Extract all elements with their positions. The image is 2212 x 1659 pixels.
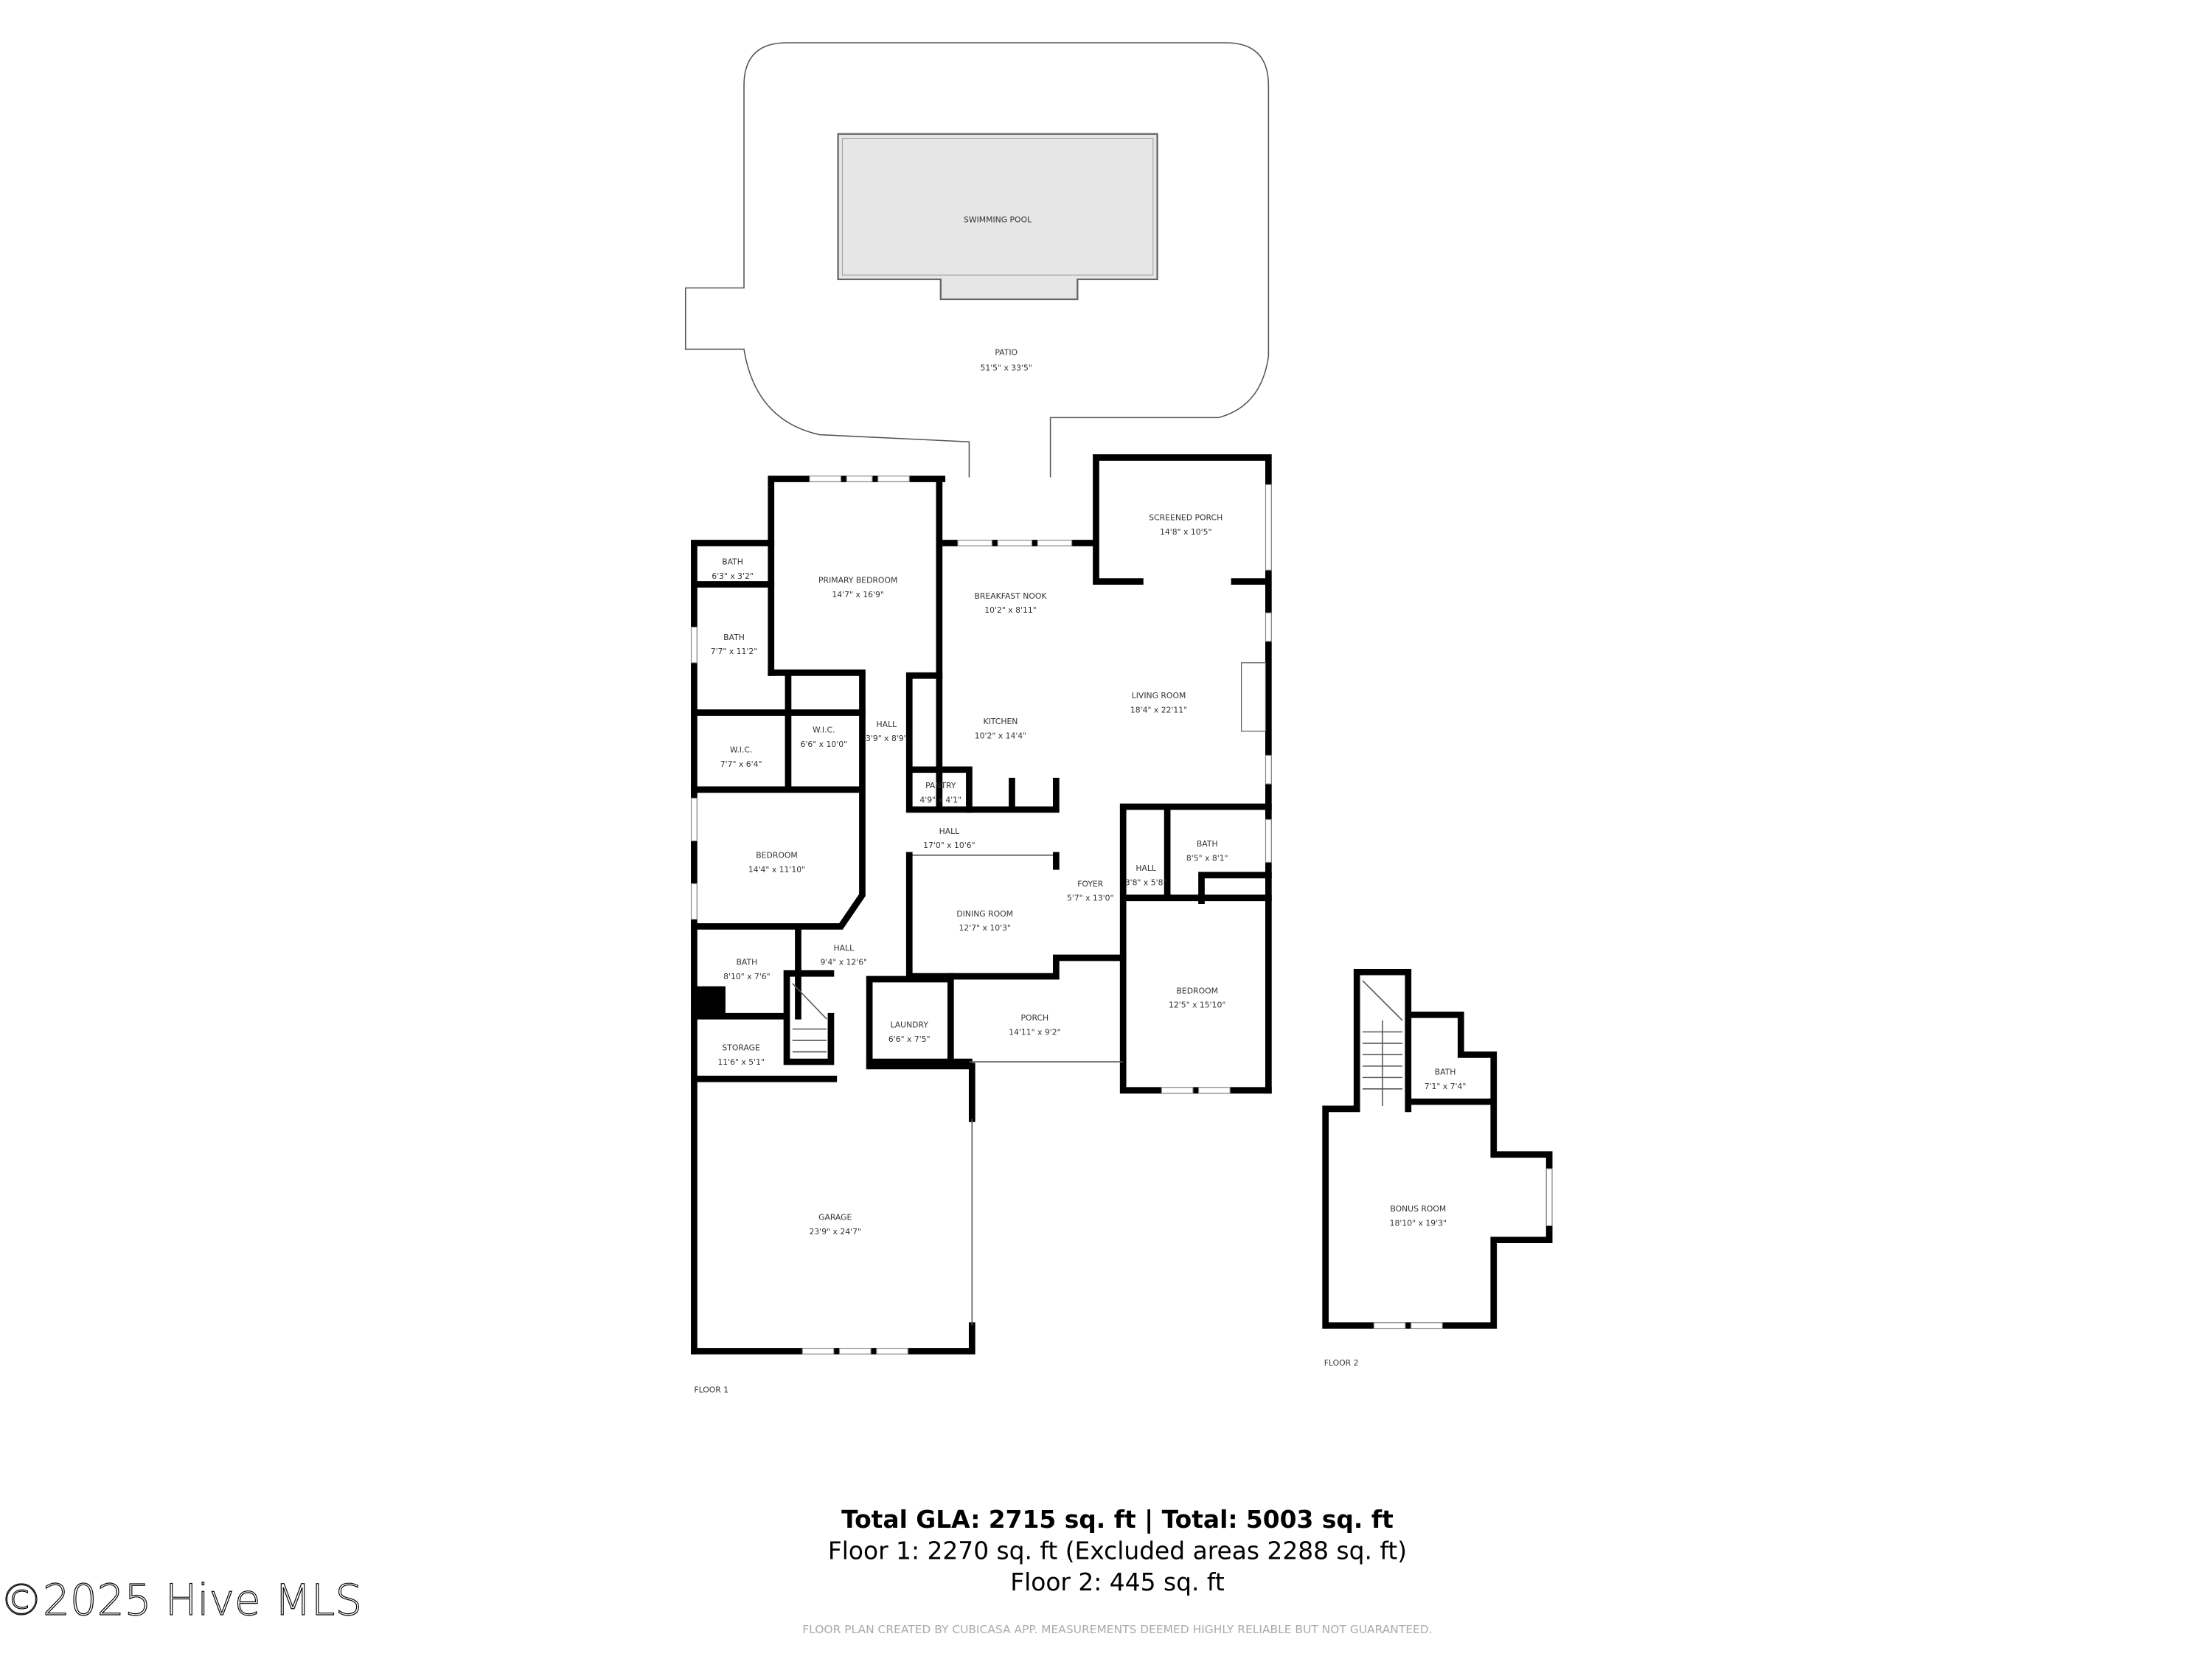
room-label: HALL bbox=[939, 827, 960, 836]
summary-floor1: Floor 1: 2270 sq. ft (Excluded areas 228… bbox=[828, 1537, 1407, 1565]
room-dims: 10'2" x 8'11" bbox=[984, 605, 1036, 615]
floor1-room-labels: SCREENED PORCH 14'8" x 10'5" PRIMARY BEDR… bbox=[711, 513, 1228, 1237]
room-label: BATH bbox=[722, 557, 743, 566]
room-dims: 11'6" x 5'1" bbox=[717, 1057, 765, 1067]
room-dims: 14'11" x 9'2" bbox=[1009, 1027, 1060, 1037]
room-label: HALL bbox=[877, 720, 897, 729]
room-label: BATH bbox=[737, 958, 758, 967]
room-label-patio: PATIO bbox=[995, 347, 1018, 357]
room-dims: 4'9" x 4'1" bbox=[919, 795, 961, 804]
room-label: W.I.C. bbox=[730, 745, 753, 755]
room-dims: 17'0" x 10'6" bbox=[923, 841, 975, 850]
room-dims: 8'5" x 8'1" bbox=[1186, 854, 1228, 863]
room-label: W.I.C. bbox=[813, 726, 835, 735]
room-label: PANTRY bbox=[925, 781, 956, 790]
room-label: BREAKFAST NOOK bbox=[974, 591, 1047, 601]
summary-floor2: Floor 2: 445 sq. ft bbox=[1010, 1568, 1225, 1596]
room-label: SCREENED PORCH bbox=[1149, 513, 1222, 523]
disclaimer: FLOOR PLAN CREATED BY CUBICASA APP. MEAS… bbox=[802, 1623, 1432, 1636]
room-label: BEDROOM bbox=[756, 851, 797, 860]
pool-edge bbox=[841, 138, 1154, 276]
room-dims: 18'10" x 19'3" bbox=[1390, 1218, 1447, 1228]
room-label: BATH bbox=[1197, 839, 1218, 849]
room-dims: 6'3" x 3'2" bbox=[712, 571, 754, 581]
room-label: KITCHEN bbox=[984, 717, 1018, 726]
floor2-walls bbox=[1322, 968, 1553, 1329]
windows bbox=[690, 476, 1272, 1354]
room-dims: 7'7" x 11'2" bbox=[711, 647, 758, 656]
room-dims: 3'9" x 8'9" bbox=[866, 734, 908, 743]
floor2-label: FLOOR 2 bbox=[1324, 1358, 1359, 1368]
room-dims: 23'9" x 24'7" bbox=[810, 1227, 861, 1237]
room-label: PRIMARY BEDROOM bbox=[818, 576, 897, 585]
room-dims: 14'4" x 11'10" bbox=[748, 865, 805, 874]
room-label: FOYER bbox=[1077, 879, 1104, 888]
room-dims: 8'10" x 7'6" bbox=[723, 972, 771, 981]
room-label: BATH bbox=[1435, 1067, 1456, 1077]
room-label: BONUS ROOM bbox=[1390, 1204, 1446, 1214]
room-dims: 14'8" x 10'5" bbox=[1160, 527, 1211, 537]
room-label: HALL bbox=[1135, 863, 1156, 873]
watermark: ©2025 Hive MLS bbox=[0, 1575, 362, 1625]
room-label: BEDROOM bbox=[1176, 986, 1217, 995]
room-dims: 12'7" x 10'3" bbox=[959, 923, 1010, 933]
room-dims: 18'4" x 22'11" bbox=[1130, 705, 1187, 714]
room-dims: 14'7" x 16'9" bbox=[832, 590, 883, 599]
room-dims: 9'4" x 12'6" bbox=[821, 958, 868, 967]
room-dims: 10'2" x 14'4" bbox=[975, 731, 1026, 740]
room-label: PORCH bbox=[1021, 1013, 1049, 1023]
room-label: BATH bbox=[723, 633, 745, 642]
room-label: LAUNDRY bbox=[891, 1020, 929, 1030]
room-label: STORAGE bbox=[722, 1043, 760, 1053]
room-dims: 6'6" x 10'0" bbox=[800, 740, 847, 749]
room-dims: 7'1" x 7'4" bbox=[1425, 1082, 1467, 1091]
room-dims: 7'7" x 6'4" bbox=[720, 759, 762, 769]
room-dims-patio: 51'5" x 33'5" bbox=[980, 364, 1032, 373]
room-label: GARAGE bbox=[818, 1213, 852, 1222]
room-dims: 3'8" x 5'8" bbox=[1125, 877, 1167, 887]
room-dims: 12'5" x 15'10" bbox=[1169, 1001, 1225, 1010]
room-dims: 5'7" x 13'0" bbox=[1067, 894, 1114, 903]
swimming-pool bbox=[837, 133, 1158, 301]
room-dims: 6'6" x 7'5" bbox=[888, 1034, 931, 1044]
room-label: LIVING ROOM bbox=[1132, 691, 1186, 700]
room-label-swimming-pool: SWIMMING POOL bbox=[964, 215, 1032, 225]
floor1-walls bbox=[691, 454, 1272, 1354]
summary-total: Total GLA: 2715 sq. ft | Total: 5003 sq.… bbox=[841, 1505, 1394, 1534]
room-label: DINING ROOM bbox=[956, 909, 1013, 919]
floor1-label: FLOOR 1 bbox=[694, 1385, 728, 1395]
patio-outline bbox=[684, 42, 1270, 478]
room-label: HALL bbox=[834, 943, 855, 953]
floor2-room-labels: BATH 7'1" x 7'4" BONUS ROOM 18'10" x 19'3" bbox=[1390, 1067, 1467, 1228]
